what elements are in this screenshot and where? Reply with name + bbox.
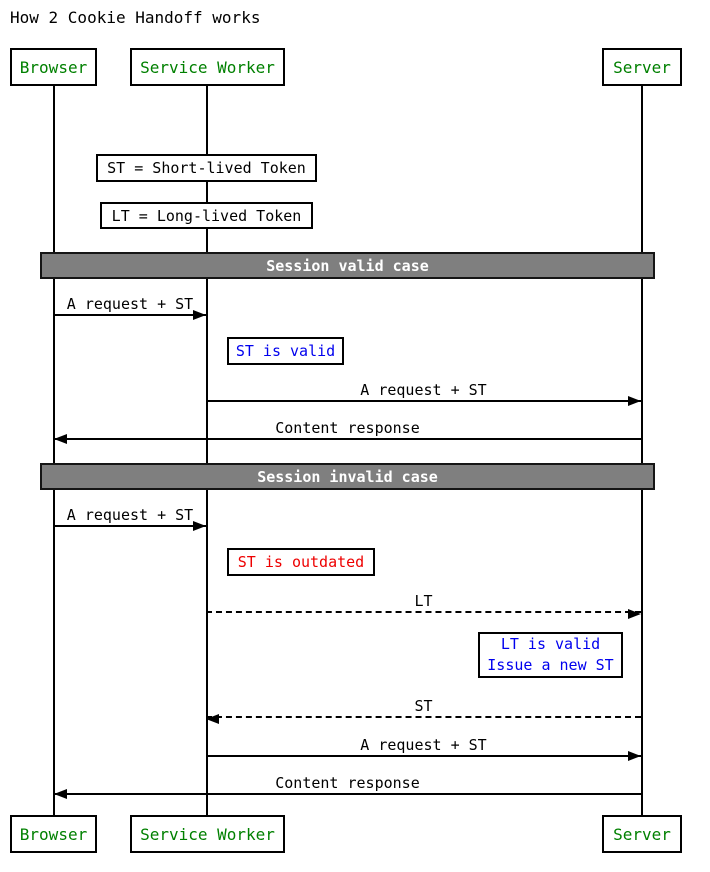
state-note-text: ST is outdated xyxy=(237,552,365,571)
actor-box-service-worker-top: Service Worker xyxy=(130,48,285,86)
section-band-label: Session invalid case xyxy=(257,467,438,486)
legend-note-short-lived-token: ST = Short-lived Token xyxy=(96,154,317,182)
message-label: Content response xyxy=(275,774,420,792)
message-arrow-server-to-browser xyxy=(54,789,641,799)
section-band-session-invalid: Session invalid case xyxy=(40,463,655,490)
actor-box-browser-bottom: Browser xyxy=(10,815,97,853)
arrowhead-left-icon xyxy=(54,789,67,799)
message-arrow-browser-to-sw xyxy=(54,310,206,320)
message-arrow-browser-to-sw xyxy=(54,521,206,531)
arrowhead-left-icon xyxy=(206,714,219,724)
arrowhead-right-icon xyxy=(193,310,206,320)
message-label: A request + ST xyxy=(66,295,194,313)
message-label: A request + ST xyxy=(66,506,194,524)
message-label: A request + ST xyxy=(360,381,487,399)
arrowhead-right-icon xyxy=(628,396,641,406)
actor-box-service-worker-bottom: Service Worker xyxy=(130,815,285,853)
lifeline-browser xyxy=(53,86,55,815)
state-note-text: LT is valid xyxy=(500,635,601,653)
message-label: A request + ST xyxy=(360,736,487,754)
message-arrow-sw-to-server xyxy=(206,751,641,761)
arrowhead-right-icon xyxy=(628,751,641,761)
diagram-title: How 2 Cookie Handoff works xyxy=(10,8,261,27)
actor-label-server: Server xyxy=(613,57,671,77)
message-arrow-st-dashed xyxy=(206,714,641,724)
legend-note-text: ST = Short-lived Token xyxy=(107,159,306,177)
message-arrow-lt-dashed xyxy=(206,609,641,619)
arrowhead-left-icon xyxy=(54,434,67,444)
arrowhead-right-icon xyxy=(193,521,206,531)
state-note-text: ST is valid xyxy=(235,341,336,360)
actor-box-server-bottom: Server xyxy=(602,815,682,853)
lifeline-service-worker xyxy=(206,86,208,815)
message-label: ST xyxy=(414,697,433,715)
actor-box-browser-top: Browser xyxy=(10,48,97,86)
state-note-st-outdated: ST is outdated xyxy=(227,548,375,576)
state-note-lt-valid: LT is valid Issue a new ST xyxy=(478,632,623,678)
section-band-label: Session valid case xyxy=(266,256,429,275)
message-label: Content response xyxy=(275,419,420,437)
message-arrow-server-to-browser xyxy=(54,434,641,444)
message-arrow-sw-to-server xyxy=(206,396,641,406)
actor-label-browser: Browser xyxy=(19,57,88,77)
arrowhead-right-icon xyxy=(628,609,641,619)
actor-label-service-worker: Service Worker xyxy=(140,824,275,844)
actor-box-server-top: Server xyxy=(602,48,682,86)
actor-label-server: Server xyxy=(613,824,671,844)
state-note-st-valid: ST is valid xyxy=(227,337,344,365)
state-note-text: Issue a new ST xyxy=(487,656,614,674)
message-label: LT xyxy=(414,592,433,610)
section-band-session-valid: Session valid case xyxy=(40,252,655,279)
legend-note-long-lived-token: LT = Long-lived Token xyxy=(100,202,313,229)
actor-label-service-worker: Service Worker xyxy=(140,57,275,77)
lifeline-server xyxy=(641,86,643,815)
legend-note-text: LT = Long-lived Token xyxy=(111,206,302,225)
actor-label-browser: Browser xyxy=(19,824,88,844)
